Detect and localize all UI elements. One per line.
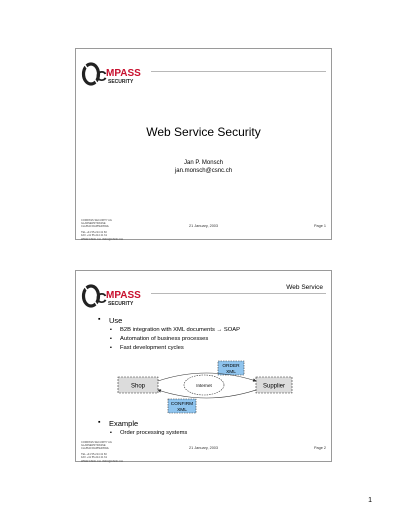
company-address: COMPASS SECURITY AG GLARNERSTRASSE CH-86… <box>81 441 123 463</box>
bullet-icon: ▪ <box>110 345 112 351</box>
footer-page: Page 1 <box>313 224 326 228</box>
slide-1: C MPASS SECURITY Web Service Security Ja… <box>75 48 332 241</box>
bullet-use: ▪ Use <box>98 316 318 327</box>
compass-logo: C MPASS SECURITY <box>81 59 149 89</box>
bullet-label: Example <box>109 419 139 428</box>
sub-bullet: ▪ Fast development cycles <box>98 345 318 354</box>
header-rule <box>151 293 326 294</box>
slide-header-title: Web Service <box>286 284 323 291</box>
sub-bullet: ▪ B2B integration with XML documents → SO… <box>98 327 318 336</box>
header-rule <box>151 71 326 72</box>
logo-mpass: MPASS <box>106 68 141 79</box>
bullet-icon: ▪ <box>98 419 101 426</box>
confirm-xml-label: XML <box>177 407 187 413</box>
sub-bullet: ▪ Order processing systems <box>98 430 318 439</box>
internet-label: Internet <box>196 383 212 388</box>
sub-bullet-text: B2B integration with XML documents → SOA… <box>120 327 240 333</box>
slide-title: Web Service Security <box>146 125 261 139</box>
bullet-icon: ▪ <box>110 336 112 342</box>
logo-mpass: MPASS <box>106 290 141 301</box>
slide-2: C MPASS SECURITY Web Service ▪ Use ▪ B2B i… <box>75 270 332 463</box>
author-block: Jan P. Monsch jan.monsch@csnc.ch <box>76 159 331 175</box>
bullet-icon: ▪ <box>110 430 112 436</box>
sub-bullet-text: Order processing systems <box>120 430 188 436</box>
bullet-label: Use <box>109 316 123 325</box>
sub-bullet: ▪ Automation of business processes <box>98 336 318 345</box>
footer-date: 21 January, 2003 <box>188 224 219 228</box>
supplier-box <box>255 376 293 394</box>
supplier-label: Supplier <box>263 384 285 390</box>
order-label: ORDER <box>222 363 240 369</box>
sub-bullet-text: Fast development cycles <box>120 345 184 351</box>
bullet-example: ▪ Example <box>98 419 318 430</box>
confirm-xml-box <box>167 398 197 414</box>
footer-page: Page 2 <box>313 446 326 450</box>
author-name: Jan P. Monsch <box>184 160 223 166</box>
bullet-icon: ▪ <box>98 316 101 323</box>
shop-box <box>117 376 159 394</box>
logo-c: C <box>96 290 107 307</box>
shop-label: Shop <box>131 384 146 390</box>
internet-cloud <box>183 374 225 396</box>
logo-security: SECURITY <box>108 79 134 85</box>
example-bullets: ▪ Example ▪ Order processing systems <box>98 419 318 439</box>
confirm-label: CONFIRM <box>171 401 193 407</box>
footer-date: 21 January, 2003 <box>188 446 219 450</box>
sub-bullet-text: Automation of business processes <box>120 336 209 342</box>
slide-footer: COMPASS SECURITY AG GLARNERSTRASSE CH-86… <box>81 219 326 241</box>
logo-security: SECURITY <box>108 301 134 307</box>
author-email: jan.monsch@csnc.ch <box>174 168 233 174</box>
web-service-diagram: ORDER XML Shop Internet Supplier CONFIRM… <box>96 359 314 419</box>
use-bullets: ▪ Use ▪ B2B integration with XML documents… <box>98 316 318 354</box>
order-xml-label: XML <box>226 369 236 375</box>
compass-logo: C MPASS SECURITY <box>81 281 149 311</box>
bullet-icon: ▪ <box>110 327 112 333</box>
company-address: COMPASS SECURITY AG GLARNERSTRASSE CH-86… <box>81 219 123 241</box>
logo-c: C <box>96 68 107 85</box>
sheet-page-number: 1 <box>368 497 372 504</box>
slide-footer: COMPASS SECURITY AG GLARNERSTRASSE CH-86… <box>81 441 326 463</box>
confirm-arrow <box>157 389 257 399</box>
order-arrow <box>157 372 257 382</box>
